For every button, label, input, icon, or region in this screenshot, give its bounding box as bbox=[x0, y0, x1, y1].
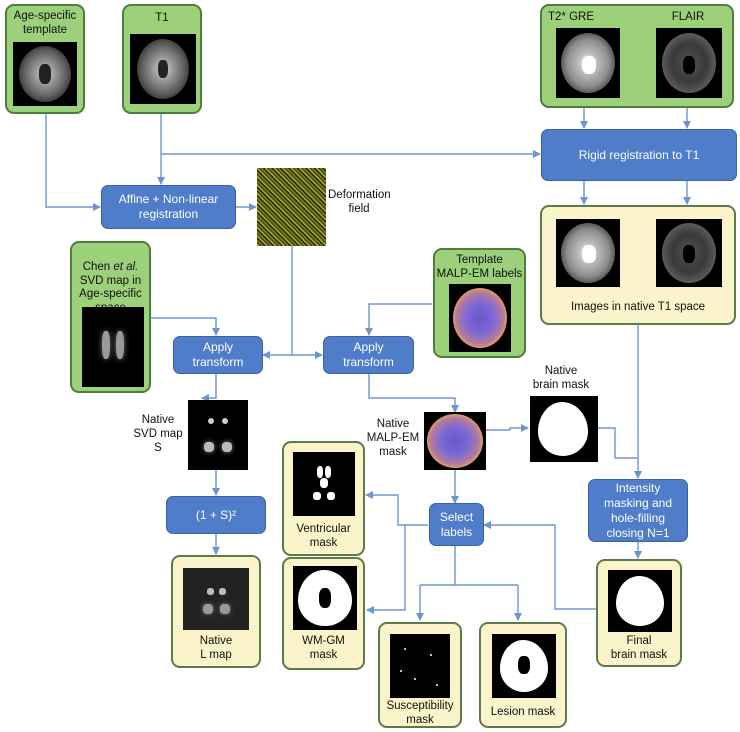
native-l-map-node: Native L map bbox=[171, 555, 261, 668]
native-svd-label: Native SVD map S bbox=[133, 414, 183, 454]
t2-image bbox=[556, 28, 620, 98]
t1-label: T1 bbox=[155, 12, 169, 24]
template-malp-node: Template MALP-EM labels bbox=[433, 248, 526, 358]
native-malp-image bbox=[424, 412, 486, 470]
template-malp-image bbox=[449, 284, 511, 352]
chen-svd-image bbox=[82, 307, 144, 387]
deformation-field-image bbox=[257, 168, 326, 246]
wmgm-mask-node: WM-GM mask bbox=[282, 557, 365, 670]
affine-registration-step: Affine + Non-linear registration bbox=[101, 185, 236, 229]
native-brain-mask-label: Native brain mask bbox=[532, 365, 590, 391]
age-template-label: Age-specific template bbox=[13, 10, 77, 36]
apply-transform-svd-step: Apply transform bbox=[173, 336, 263, 374]
native-t2-image bbox=[556, 219, 620, 287]
wmgm-mask-image bbox=[293, 566, 357, 630]
lesion-mask-image bbox=[492, 634, 556, 698]
edge-malp-to-brainmask bbox=[485, 424, 529, 432]
ventricular-mask-label: Ventricular mask bbox=[296, 523, 351, 549]
lesion-mask-node: Lesion mask bbox=[479, 622, 567, 728]
susceptibility-mask-node: Susceptibility mask bbox=[378, 622, 462, 728]
flair-image bbox=[656, 28, 722, 98]
flair-label: FLAIR bbox=[671, 11, 705, 23]
native-l-map-label: Native L map bbox=[199, 635, 233, 661]
intensity-masking-step: Intensity masking and hole-filling closi… bbox=[588, 479, 688, 542]
age-template-image bbox=[13, 42, 77, 106]
select-labels-step: Select labels bbox=[429, 503, 484, 546]
lesion-mask-label: Lesion mask bbox=[490, 706, 556, 718]
susceptibility-mask-label: Susceptibility mask bbox=[386, 700, 454, 726]
deformation-field-label: Deformation field bbox=[328, 189, 391, 215]
final-brain-mask-label: Final brain mask bbox=[610, 635, 668, 661]
chen-svd-label: Chen et al. SVD map in Age-specific spac… bbox=[79, 260, 142, 314]
edge-brainmask-to-intensity bbox=[598, 427, 637, 459]
susceptibility-mask-image bbox=[390, 634, 450, 698]
template-malp-label: Template MALP-EM labels bbox=[436, 254, 523, 280]
final-brain-mask-image bbox=[608, 570, 672, 632]
chen-svd-node: Chen et al. SVD map in Age-specific spac… bbox=[70, 241, 151, 393]
native-malp-label: Native MALP-EM mask bbox=[366, 418, 420, 458]
native-brain-mask-image bbox=[530, 396, 598, 462]
edge-apply1-to-svd bbox=[201, 374, 217, 402]
edge-select-to-wmgm bbox=[366, 525, 406, 614]
final-brain-mask-node: Final brain mask bbox=[596, 559, 682, 667]
native-t1-images-label: Images in native T1 space bbox=[570, 301, 706, 313]
ventricular-mask-node: Ventricular mask bbox=[282, 441, 365, 556]
ventricular-mask-image bbox=[293, 452, 355, 516]
wmgm-mask-label: WM-GM mask bbox=[302, 635, 345, 661]
native-t1-images-node: Images in native T1 space bbox=[540, 205, 736, 325]
edge-final-to-select bbox=[483, 521, 596, 610]
edge-chen-to-apply1 bbox=[150, 317, 220, 336]
t2-label: T2* GRE bbox=[548, 11, 595, 23]
edge-malp-to-apply2 bbox=[365, 303, 432, 336]
t1-node: T1 bbox=[122, 4, 202, 114]
age-template-node: Age-specific template bbox=[5, 4, 85, 114]
apply-transform-malp-step: Apply transform bbox=[323, 336, 414, 374]
t1-image bbox=[130, 34, 196, 104]
native-flair-image bbox=[656, 219, 722, 287]
native-svd-image bbox=[188, 400, 248, 470]
t2-flair-node: T2* GRE FLAIR bbox=[540, 4, 734, 108]
native-l-map-image bbox=[183, 568, 249, 630]
edge-apply2-to-malp bbox=[368, 374, 459, 413]
rigid-registration-step: Rigid registration to T1 bbox=[541, 129, 737, 181]
power-step: (1 + S)² bbox=[166, 496, 266, 534]
edge-template-to-affine bbox=[45, 114, 101, 211]
edge-select-to-ventricular bbox=[365, 491, 428, 526]
